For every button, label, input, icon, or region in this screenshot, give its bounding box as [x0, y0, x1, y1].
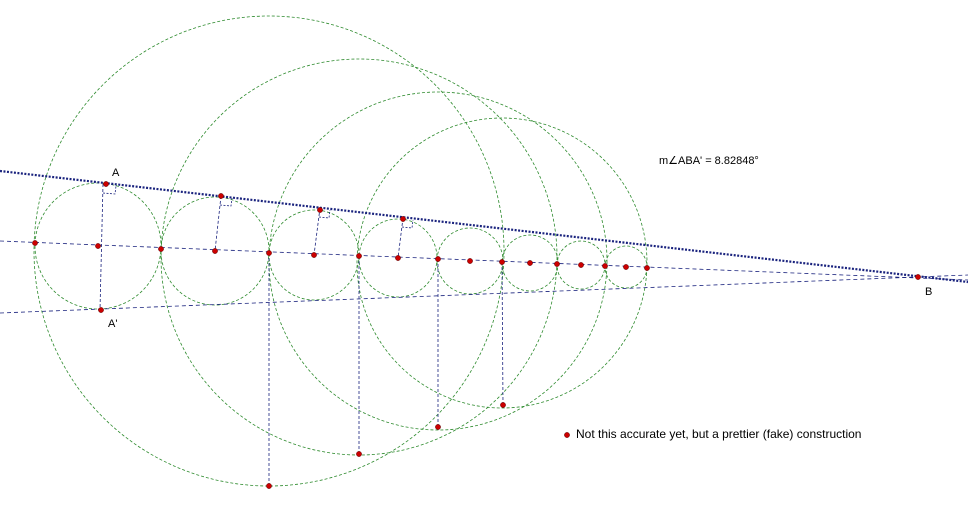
point-axis-5[interactable] [266, 250, 272, 256]
point-axis-2[interactable] [95, 243, 101, 249]
point-drop-3[interactable] [435, 424, 441, 430]
point-top-2[interactable] [218, 193, 224, 199]
right-angle-marker-2 [219, 197, 233, 207]
perp-3 [313, 207, 321, 256]
large-circle-1 [33, 15, 505, 487]
perp-4 [397, 217, 404, 259]
point-top-4[interactable] [400, 216, 406, 222]
point-axis-14[interactable] [578, 262, 584, 268]
large-circles [33, 15, 648, 487]
point-drop-2[interactable] [356, 451, 362, 457]
right-angle-marker-3 [318, 209, 331, 219]
point-drop-1[interactable] [266, 483, 272, 489]
drop-4 [501, 261, 504, 406]
point-axis-7[interactable] [356, 253, 362, 259]
perpendicular-segments [99, 183, 504, 486]
point-axis-6[interactable] [311, 252, 317, 258]
note-button-point[interactable] [564, 432, 570, 438]
point-axis-4[interactable] [212, 248, 218, 254]
ray-lines [0, 169, 968, 314]
right-angle-markers [102, 185, 414, 229]
point-axis-15[interactable] [602, 263, 608, 269]
right-angle-marker-1 [102, 185, 117, 195]
point-axis-16[interactable] [623, 264, 629, 270]
label-A-prime: A' [108, 318, 117, 330]
note-button-label[interactable]: Not this accurate yet, but a prettier (f… [576, 427, 861, 441]
point-axis-1[interactable] [32, 240, 38, 246]
point-axis-12[interactable] [527, 260, 533, 266]
segment-A-A-prime [99, 183, 104, 311]
right-angle-marker-4 [401, 219, 414, 229]
point-drop-4[interactable] [500, 402, 506, 408]
line-axis [0, 240, 968, 281]
point-axis-10[interactable] [467, 258, 473, 264]
point-axis-11[interactable] [499, 259, 505, 265]
point-top-3[interactable] [317, 207, 323, 213]
perp-2 [214, 195, 222, 252]
point-axis-17[interactable] [644, 265, 650, 271]
label-B: B [925, 286, 932, 298]
line-A-prime-B [0, 274, 968, 314]
angle-measurement: m∠ABA' = 8.82848° [659, 155, 759, 167]
point-axis-9[interactable] [435, 256, 441, 262]
point-A-prime[interactable] [98, 307, 104, 313]
points [32, 181, 921, 489]
point-B[interactable] [915, 274, 921, 280]
point-axis-3[interactable] [158, 246, 164, 252]
point-axis-13[interactable] [554, 261, 560, 267]
point-A[interactable] [103, 181, 109, 187]
label-A: A [112, 167, 120, 179]
point-axis-8[interactable] [395, 255, 401, 261]
line-AB [0, 169, 968, 284]
